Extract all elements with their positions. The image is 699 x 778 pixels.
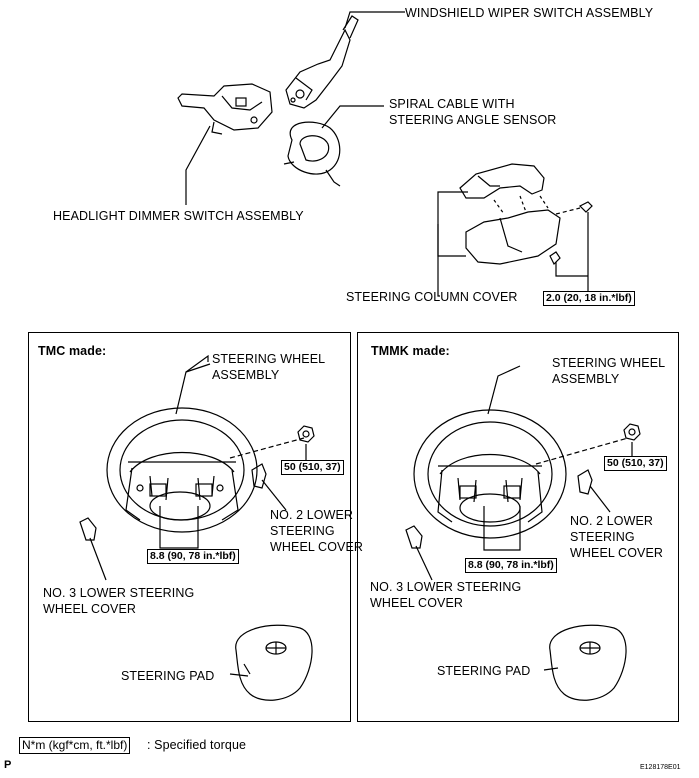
tmc-panel-title: TMC made: <box>38 344 107 358</box>
tmc-wheel-leader <box>185 354 209 373</box>
tmc-lower2-label-line1: NO. 2 LOWER <box>270 508 354 522</box>
tmc-lower3-drawing <box>79 517 97 541</box>
legend-description: : Specified torque <box>147 738 247 752</box>
legend-torque-unit: N*m (kgf*cm, ft.*lbf) <box>19 737 131 754</box>
column-cover-label: STEERING COLUMN COVER <box>346 290 518 304</box>
tmmk-lower3-label-line2: WHEEL COVER <box>370 596 464 610</box>
tmmk-nut-torque: 50 (510, 37) <box>604 456 667 471</box>
tmmk-wheel-label-line2: ASSEMBLY <box>552 372 620 386</box>
footer-left-mark: P <box>4 759 12 771</box>
spiral-cable-drawing <box>283 121 341 187</box>
tmc-nut-torque: 50 (510, 37) <box>281 460 344 475</box>
tmmk-lower2-label-line2: STEERING <box>570 530 635 544</box>
spiral-cable-label-line1: SPIRAL CABLE WITH <box>389 97 515 111</box>
column-leader <box>437 224 440 297</box>
tmc-wheel-label-line2: ASSEMBLY <box>212 368 280 382</box>
tmmk-lower2-label-line3: WHEEL COVER <box>570 546 664 560</box>
tmmk-wheel-label-line1: STEERING WHEEL <box>552 356 666 370</box>
tmmk-panel <box>357 332 679 722</box>
headlight-switch-label: HEADLIGHT DIMMER SWITCH ASSEMBLY <box>53 209 304 223</box>
tmc-lower2-label-line3: WHEEL COVER <box>270 540 364 554</box>
tmc-lower2-drawing <box>251 463 267 489</box>
tmmk-lower2-drawing <box>577 469 593 495</box>
spiral-cable-label-line2: STEERING ANGLE SENSOR <box>389 113 557 127</box>
tmc-panel <box>28 332 351 722</box>
tmmk-screw-bracket <box>483 506 521 551</box>
tmc-nut-dashline <box>229 437 305 459</box>
tmmk-nut-drawing <box>623 423 641 441</box>
tmmk-lower2-leader <box>589 485 611 513</box>
tmc-pad-drawing <box>235 624 313 701</box>
column-cover-torque: 2.0 (20, 18 in.*lbf) <box>543 291 635 306</box>
column-cover-drawing <box>459 163 593 266</box>
tmmk-pad-label: STEERING PAD <box>437 664 531 678</box>
wiper-switch-drawing <box>285 15 359 109</box>
tmc-nut-drawing <box>297 425 315 443</box>
spiral-leader <box>321 105 384 129</box>
headlight-leader <box>185 125 211 205</box>
tmc-screw-bracket <box>159 506 199 549</box>
tmc-lower2-label-line2: STEERING <box>270 524 335 538</box>
wiper-switch-label: WINDSHIELD WIPER SWITCH ASSEMBLY <box>405 6 654 20</box>
tmmk-pad-drawing <box>549 624 627 701</box>
tmmk-lower3-leader <box>415 545 433 581</box>
tmmk-steering-wheel-drawing <box>413 409 567 539</box>
tmmk-lower3-drawing <box>405 525 423 549</box>
tmmk-wheel-leader <box>487 365 521 415</box>
headlight-switch-drawing <box>177 83 273 135</box>
tmmk-pad-leader <box>543 667 559 671</box>
tmc-lower2-leader <box>261 479 287 511</box>
torque-leader-top <box>555 212 589 292</box>
tmmk-lower3-label-line1: NO. 3 LOWER STEERING <box>370 580 522 594</box>
tmc-lower3-label-line1: NO. 3 LOWER STEERING <box>43 586 195 600</box>
wiper-leader <box>344 11 405 29</box>
tmc-steering-wheel-drawing <box>106 407 258 533</box>
tmc-lower3-label-line2: WHEEL COVER <box>43 602 137 616</box>
figure-id: E128178E01 <box>640 764 681 771</box>
tmmk-lower2-label-line1: NO. 2 LOWER <box>570 514 654 528</box>
tmc-wheel-label-line1: STEERING WHEEL <box>212 352 326 366</box>
tmmk-screw-torque: 8.8 (90, 78 in.*lbf) <box>465 558 557 573</box>
tmmk-panel-title: TMMK made: <box>371 344 450 358</box>
tmc-wheel-leader-2 <box>175 363 211 415</box>
tmc-pad-leader <box>229 673 249 677</box>
column-bracket <box>437 191 468 257</box>
tmc-screw-torque: 8.8 (90, 78 in.*lbf) <box>147 549 239 564</box>
tmc-pad-label: STEERING PAD <box>121 669 215 683</box>
tmc-lower3-leader <box>89 537 107 581</box>
